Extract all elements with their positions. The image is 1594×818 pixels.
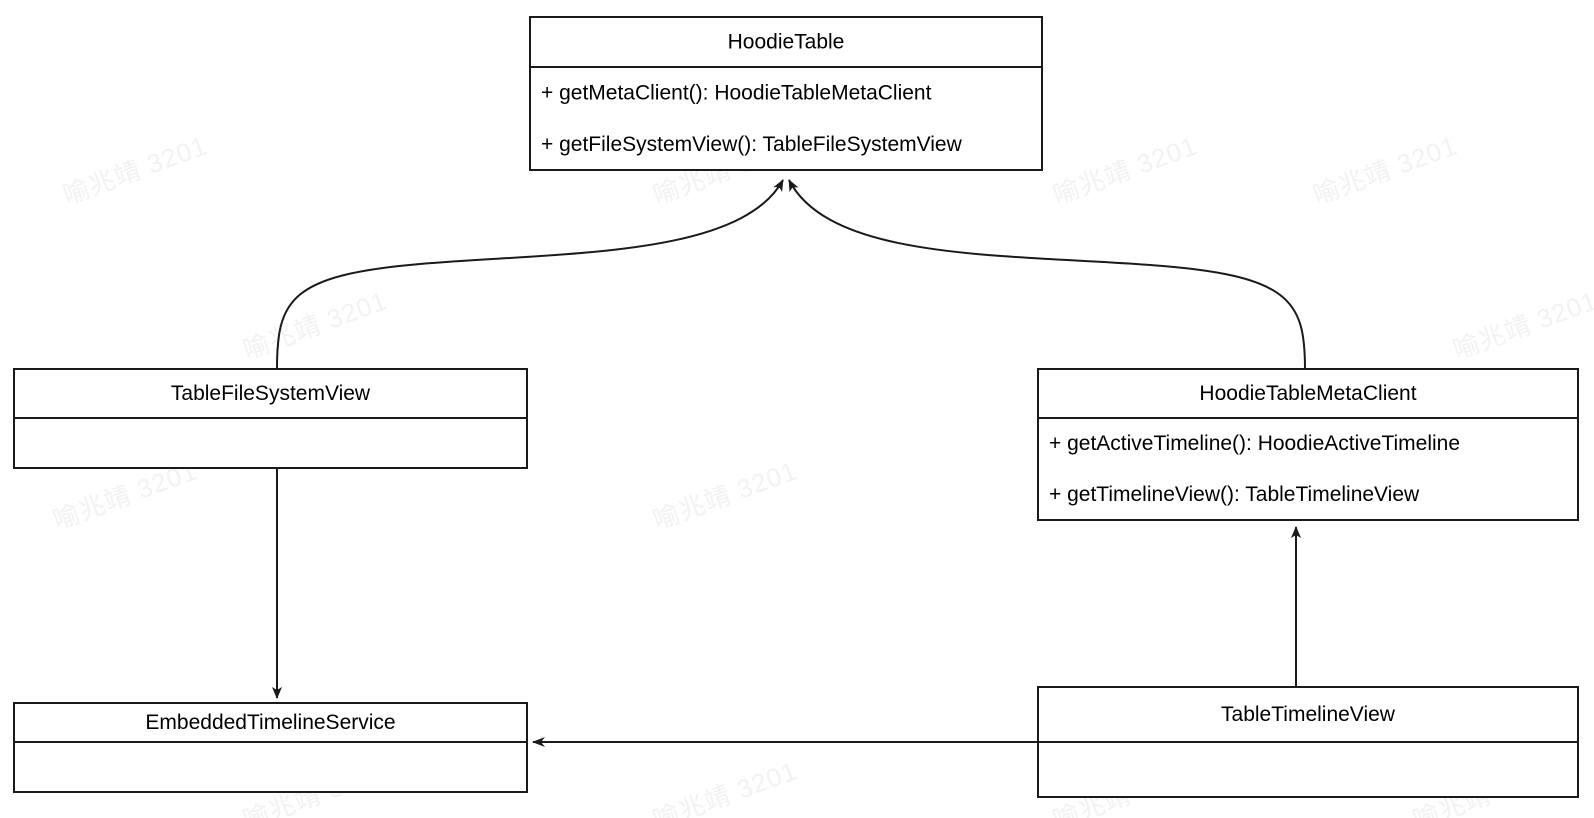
class-name: HoodieTable: [728, 31, 845, 54]
class-name: HoodieTableMetaClient: [1199, 382, 1416, 405]
class-box-hoodie-table[interactable]: HoodieTable + getMetaClient(): HoodieTabl…: [529, 16, 1043, 171]
class-name: EmbeddedTimelineService: [145, 711, 395, 734]
class-box-table-file-system-view[interactable]: TableFileSystemView: [13, 368, 528, 469]
class-box-hoodie-table-meta-client[interactable]: HoodieTableMetaClient + getActiveTimeline…: [1037, 368, 1579, 521]
class-member: + getTimelineView(): TableTimelineView: [1049, 483, 1420, 506]
edge-hoodietablemetaclient-to-hoodietable: [788, 179, 1306, 370]
class-member: + getFileSystemView(): TableFileSystemVi…: [541, 133, 963, 156]
class-box-outline: [529, 16, 1043, 171]
class-member: + getMetaClient(): HoodieTableMetaClient: [541, 81, 932, 104]
edge-tablefilesystemview-to-hoodietable: [276, 179, 784, 370]
class-boxes: HoodieTable + getMetaClient(): HoodieTabl…: [13, 16, 1579, 798]
class-box-outline: [1037, 368, 1579, 521]
class-name: TableTimelineView: [1221, 703, 1396, 726]
class-member: + getActiveTimeline(): HoodieActiveTimel…: [1049, 432, 1460, 455]
class-name: TableFileSystemView: [171, 382, 371, 405]
class-box-outline: [13, 702, 528, 793]
class-box-table-timeline-view[interactable]: TableTimelineView: [1037, 686, 1579, 798]
class-box-embedded-timeline-service[interactable]: EmbeddedTimelineService: [13, 702, 528, 793]
